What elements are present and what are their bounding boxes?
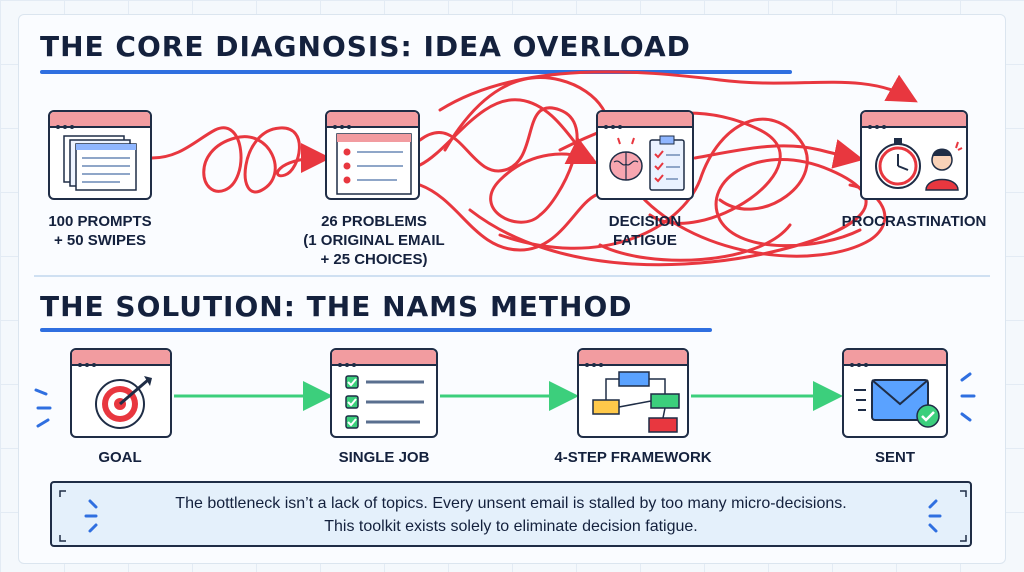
card-single-job (330, 348, 438, 438)
card-prompts (48, 110, 152, 200)
note-line-2: This toolkit exists solely to eliminate … (324, 518, 698, 535)
label-sent: SENT (874, 449, 915, 466)
tangle-arrow-2 (418, 106, 599, 224)
label-framework: 4-STEP FRAMEWORK (554, 449, 712, 466)
checklist-icon (345, 375, 424, 429)
card-sent (842, 348, 948, 438)
solution-title: THE SOLUTION: THE NAMS METHOD (40, 290, 633, 323)
note-line-1: The bottleneck isn’t a lack of topics. E… (175, 495, 847, 512)
envelope-check-icon (854, 379, 940, 428)
label-problems: 26 PROBLEMS(1 ORIGINAL EMAIL+ 25 CHOICES… (303, 213, 445, 268)
card-framework (577, 348, 689, 438)
solution-title-underline (40, 328, 712, 332)
tangle-arrow-1 (150, 126, 331, 194)
stopwatch-person-icon (875, 138, 963, 191)
label-goal: GOAL (98, 449, 142, 466)
problem-title-underline (40, 70, 792, 74)
problem-title: THE CORE DIAGNOSIS: IDEA OVERLOAD (40, 30, 691, 63)
flowchart-icon (592, 371, 680, 433)
tangle-arrow-4 (693, 139, 864, 169)
card-procrastination (860, 110, 968, 200)
card-fatigue (596, 110, 694, 200)
checklist-icon (336, 133, 412, 195)
card-goal (70, 348, 172, 438)
summary-note: The bottleneck isn’t a lack of topics. E… (50, 481, 972, 547)
note-decorations (59, 490, 967, 542)
target-icon (95, 376, 152, 429)
infographic-panel (18, 14, 1006, 564)
label-procrastination: PROCRASTINATION (841, 213, 987, 230)
label-prompts: 100 PROMPTS+ 50 SWIPES (48, 213, 152, 249)
tangle-arrow-3 (438, 70, 918, 112)
brain-clipboard-icon (609, 135, 685, 191)
section-divider (34, 275, 990, 277)
card-problems (325, 110, 420, 200)
label-single-job: SINGLE JOB (338, 449, 430, 466)
document-stack-icon (63, 135, 137, 191)
